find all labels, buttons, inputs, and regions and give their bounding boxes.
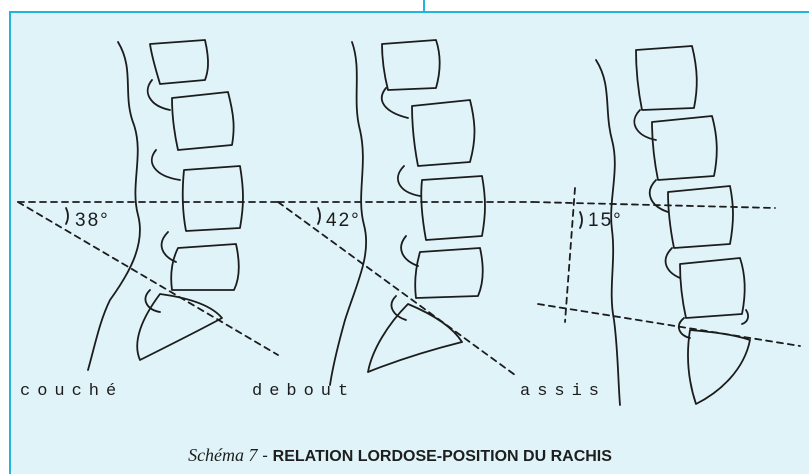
vertebra-couche-1 [150, 40, 208, 84]
vertebra-assis-1 [636, 46, 697, 110]
vertebra-debout-3 [421, 176, 485, 240]
position-label-debout: debout [252, 382, 355, 401]
angle-label-debout: 42° [326, 210, 361, 232]
skin-outline-couche [88, 42, 140, 370]
posterior-arches-assis [634, 110, 690, 338]
angle-label-couche: 38° [75, 210, 110, 232]
sacrum-assis [688, 330, 750, 404]
caption-title: RELATION LORDOSE-POSITION DU RACHIS [273, 448, 612, 465]
sacrum-debout [368, 304, 462, 372]
angle-arc-assis [580, 212, 582, 228]
position-label-couche: couché [20, 382, 123, 401]
angle-arc-debout [318, 208, 320, 224]
angle-label-assis: 15° [588, 210, 623, 232]
vertebra-couche-4 [171, 244, 239, 290]
sacral-line-debout [278, 202, 515, 375]
caption-separator: - [258, 446, 273, 465]
vertebra-assis-3 [668, 186, 733, 248]
sacrum-couche [137, 294, 222, 360]
posterior-arches-debout [382, 88, 420, 320]
vertebra-couche-3 [183, 166, 243, 231]
vertebra-debout-2 [412, 100, 475, 166]
vertebra-assis-4 [680, 258, 745, 318]
sacral-line-couche [18, 202, 278, 355]
sacral-line-assis [538, 304, 800, 346]
position-label-assis: assis [520, 382, 606, 401]
figure-caption: Schéma 7 - RELATION LORDOSE-POSITION DU … [0, 445, 800, 466]
vertebra-couche-2 [172, 92, 234, 150]
caption-figure-number: Schéma 7 [188, 445, 257, 465]
vertebra-debout-1 [382, 40, 440, 90]
posterior-arches-couche [145, 80, 180, 312]
vertebra-assis-2 [652, 116, 717, 180]
angle-arc-couche [66, 208, 68, 224]
skin-outline-assis [596, 60, 620, 405]
vertebra-debout-4 [415, 248, 483, 298]
vertical-reference-assis [565, 188, 575, 322]
